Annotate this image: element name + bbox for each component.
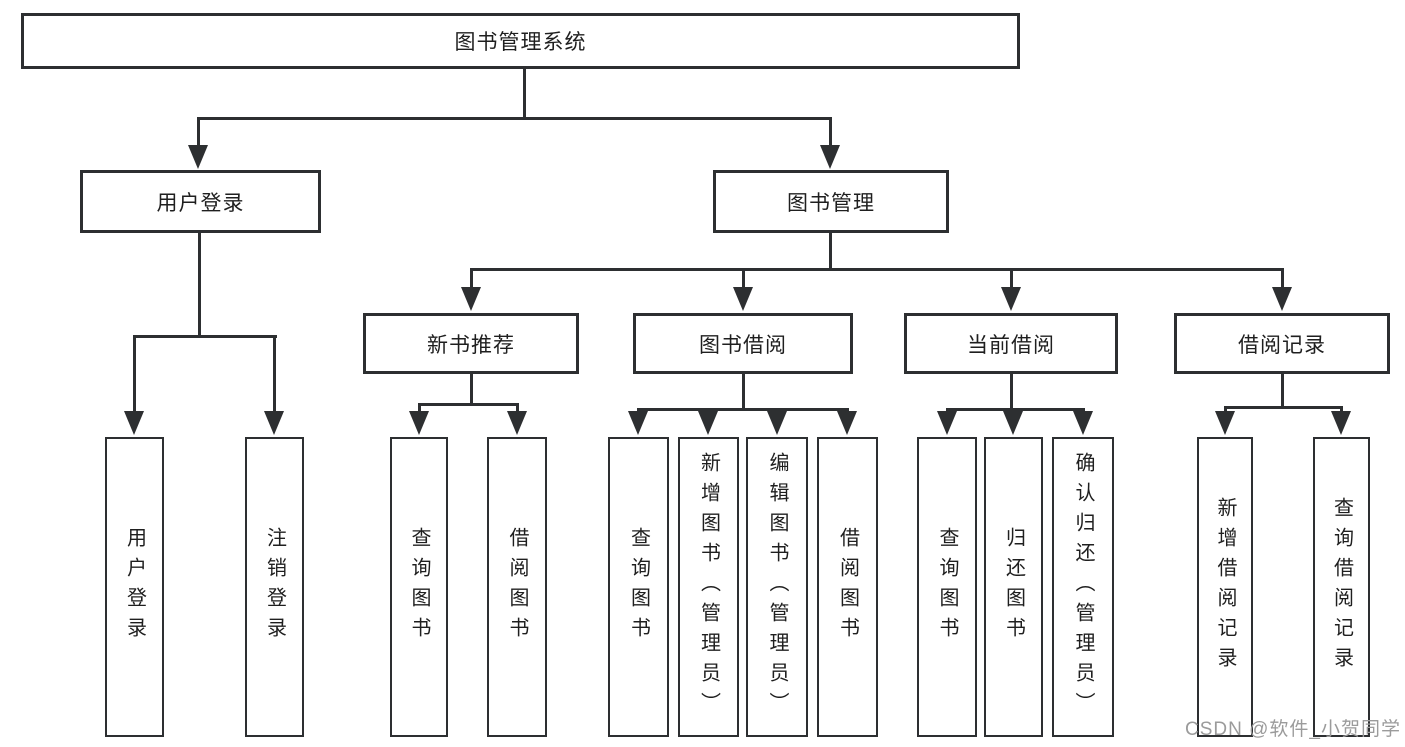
connector-group-rail bbox=[946, 408, 1085, 411]
connector-drop-leaf bbox=[273, 336, 276, 412]
connector-group-stem bbox=[1281, 374, 1284, 408]
leaf-borrow-books-borrowing: 借阅图书 bbox=[817, 437, 878, 737]
leaf-return-books: 归还图书 bbox=[984, 437, 1043, 737]
node-new-book-recommend-label: 新书推荐 bbox=[427, 333, 515, 357]
node-borrow-records: 借阅记录 bbox=[1174, 313, 1390, 374]
arrow-down-icon bbox=[1331, 411, 1351, 435]
leaf-query-books-current-label: 查询图书 bbox=[936, 527, 958, 647]
connector-group-stem bbox=[742, 374, 745, 410]
connector-book-management-stem bbox=[829, 233, 832, 271]
connector-drop-user-login bbox=[197, 118, 200, 146]
connector-drop-group bbox=[470, 269, 473, 291]
leaf-user-login: 用户登录 bbox=[105, 437, 164, 737]
node-book-borrowing: 图书借阅 bbox=[633, 313, 853, 374]
leaf-add-books-admin: 新增图书（管理员） bbox=[678, 437, 739, 737]
connector-drop-group bbox=[742, 269, 745, 291]
connector-drop-leaf bbox=[133, 336, 136, 412]
arrow-down-icon bbox=[264, 411, 284, 435]
leaf-logout-label: 注销登录 bbox=[263, 527, 286, 647]
arrow-down-icon bbox=[1215, 411, 1235, 435]
connector-drop-book-management bbox=[829, 118, 832, 146]
arrow-down-icon bbox=[767, 411, 787, 435]
arrow-down-icon bbox=[124, 411, 144, 435]
leaf-query-books-recommend: 查询图书 bbox=[390, 437, 448, 737]
connector-root-stem bbox=[523, 69, 526, 119]
arrow-down-icon bbox=[461, 287, 481, 311]
connector-group-stem bbox=[1010, 374, 1013, 410]
leaf-return-books-label: 归还图书 bbox=[1002, 527, 1025, 647]
connector-group-rail bbox=[418, 403, 519, 406]
arrow-down-icon bbox=[409, 411, 429, 435]
leaf-add-books-admin-label: 新增图书（管理员） bbox=[697, 452, 720, 722]
leaf-borrow-books-recommend-label: 借阅图书 bbox=[506, 527, 528, 647]
node-new-book-recommend: 新书推荐 bbox=[363, 313, 579, 374]
leaf-borrow-books-recommend: 借阅图书 bbox=[487, 437, 547, 737]
arrow-down-icon bbox=[698, 411, 718, 435]
arrow-down-icon bbox=[1272, 287, 1292, 311]
leaf-edit-books-admin-label: 编辑图书（管理员） bbox=[766, 452, 788, 722]
connector-group-rail bbox=[1224, 406, 1343, 409]
node-book-management: 图书管理 bbox=[713, 170, 949, 233]
connector-drop-group bbox=[1281, 269, 1284, 291]
arrow-down-icon bbox=[733, 287, 753, 311]
leaf-edit-books-admin: 编辑图书（管理员） bbox=[746, 437, 808, 737]
arrow-down-icon bbox=[507, 411, 527, 435]
node-borrow-records-label: 借阅记录 bbox=[1238, 333, 1326, 357]
arrow-down-icon bbox=[837, 411, 857, 435]
arrow-down-icon bbox=[188, 145, 208, 169]
connector-book-management-rail bbox=[470, 268, 1284, 271]
arrow-down-icon bbox=[1003, 411, 1023, 435]
arrow-down-icon bbox=[1001, 287, 1021, 311]
leaf-borrow-books-borrowing-label: 借阅图书 bbox=[836, 527, 859, 647]
connector-group-stem bbox=[470, 374, 473, 405]
node-root: 图书管理系统 bbox=[21, 13, 1020, 69]
leaf-query-borrow-record: 查询借阅记录 bbox=[1313, 437, 1370, 737]
connector-group-rail bbox=[637, 408, 849, 411]
arrow-down-icon bbox=[937, 411, 957, 435]
node-current-borrowing: 当前借阅 bbox=[904, 313, 1118, 374]
arrow-down-icon bbox=[628, 411, 648, 435]
node-root-label: 图书管理系统 bbox=[454, 31, 587, 54]
leaf-confirm-return-admin: 确认归还（管理员） bbox=[1052, 437, 1114, 737]
node-book-borrowing-label: 图书借阅 bbox=[699, 333, 787, 357]
arrow-down-icon bbox=[1073, 411, 1093, 435]
leaf-add-borrow-record: 新增借阅记录 bbox=[1197, 437, 1253, 737]
connector-user-login-rail bbox=[133, 335, 277, 338]
csdn-watermark: CSDN @软件_小贺同学 bbox=[1185, 719, 1401, 740]
connector-drop-group bbox=[1010, 269, 1013, 291]
node-user-login: 用户登录 bbox=[80, 170, 321, 233]
leaf-add-borrow-record-label: 新增借阅记录 bbox=[1214, 497, 1236, 677]
leaf-query-borrow-record-label: 查询借阅记录 bbox=[1330, 497, 1353, 677]
leaf-query-books-current: 查询图书 bbox=[917, 437, 977, 737]
arrow-down-icon bbox=[820, 145, 840, 169]
connector-drop-leaf bbox=[418, 403, 421, 415]
leaf-query-books-recommend-label: 查询图书 bbox=[408, 527, 430, 647]
leaf-query-books-borrowing: 查询图书 bbox=[608, 437, 669, 737]
connector-root-rail bbox=[197, 117, 832, 120]
connector-drop-leaf bbox=[516, 403, 519, 415]
leaf-confirm-return-admin-label: 确认归还（管理员） bbox=[1072, 452, 1094, 722]
node-user-login-label: 用户登录 bbox=[156, 191, 245, 215]
connector-user-login-stem bbox=[198, 233, 201, 337]
leaf-user-login-label: 用户登录 bbox=[123, 527, 146, 647]
leaf-query-books-borrowing-label: 查询图书 bbox=[627, 527, 650, 647]
node-current-borrowing-label: 当前借阅 bbox=[967, 333, 1055, 357]
leaf-logout: 注销登录 bbox=[245, 437, 304, 737]
node-book-management-label: 图书管理 bbox=[787, 191, 875, 215]
